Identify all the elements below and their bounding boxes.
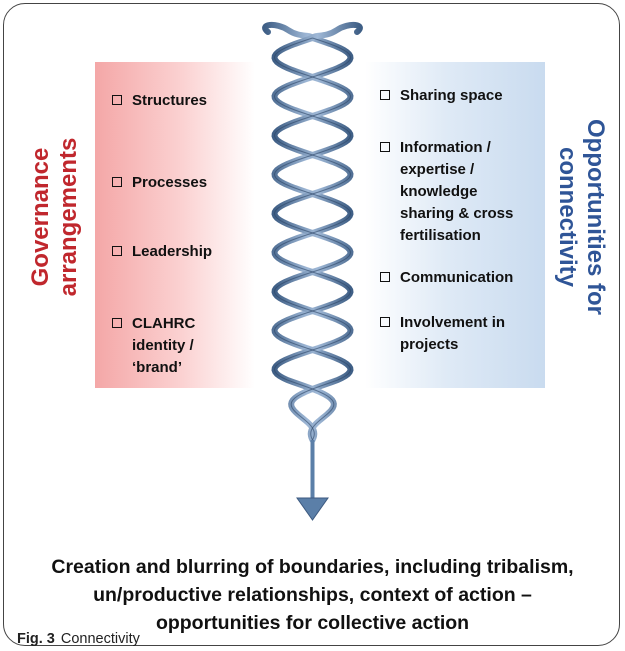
connectivity-item-label: Involvement in projects: [400, 314, 506, 353]
governance-panel: [95, 62, 255, 388]
connectivity-panel: [365, 62, 545, 388]
governance-title-line: Governance: [27, 147, 54, 287]
checkbox-icon: [112, 95, 122, 105]
connectivity-item-label: Communication: [400, 269, 514, 286]
governance-item-label: Processes: [132, 174, 208, 191]
figure-title: Connectivity: [60, 631, 140, 647]
governance-item: Leadership: [112, 241, 212, 263]
figure-number: Fig. 3: [17, 631, 55, 647]
connectivity-item-label: Sharing space: [400, 87, 503, 104]
connectivity-title-line: Opportunities for: [582, 119, 609, 315]
connectivity-item: Information / expertise / knowledge shar…: [380, 137, 513, 247]
governance-title: Governance arrangements: [27, 138, 83, 297]
governance-title-line: arrangements: [55, 137, 82, 297]
arrow-head: [296, 497, 329, 521]
connectivity-title: Opportunities for connectivity: [553, 119, 609, 315]
caption-line: opportunities for collective action: [155, 612, 470, 634]
governance-item-label: Structures: [132, 92, 208, 109]
checkbox-icon: [380, 272, 390, 282]
checkbox-icon: [112, 246, 122, 256]
connectivity-item: Involvement in projects: [380, 312, 505, 356]
checkbox-icon: [380, 90, 390, 100]
caption-line: Creation and blurring of boundaries, inc…: [51, 556, 574, 578]
figure-frame: [3, 3, 620, 646]
governance-item: CLAHRC identity / ‘brand’: [112, 313, 195, 379]
governance-item-label: CLAHRC identity / ‘brand’: [132, 315, 196, 376]
governance-item: Structures: [112, 90, 207, 112]
caption-line: un/productive relationships, context of …: [93, 584, 532, 606]
governance-item: Processes: [112, 172, 207, 194]
double-helix-arrow: [262, 22, 363, 521]
checkbox-icon: [380, 317, 390, 327]
connectivity-title-line: connectivity: [554, 146, 581, 288]
connectivity-item: Sharing space: [380, 85, 503, 107]
governance-item-label: Leadership: [132, 243, 213, 260]
figure-label: Fig. 3 Connectivity: [17, 631, 140, 647]
checkbox-icon: [380, 142, 390, 152]
checkbox-icon: [112, 177, 122, 187]
connectivity-item: Communication: [380, 267, 513, 289]
connectivity-item-label: Information / expertise / knowledge shar…: [400, 139, 514, 244]
checkbox-icon: [112, 318, 122, 328]
diagram-caption: Creation and blurring of boundaries, inc…: [0, 553, 625, 637]
